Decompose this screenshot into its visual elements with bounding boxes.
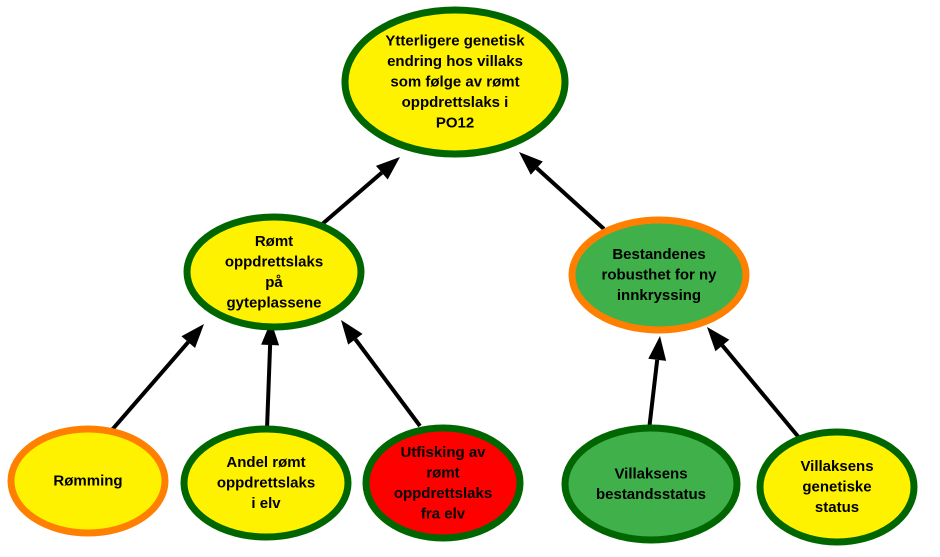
arrow-line: [109, 340, 190, 433]
arrowhead: [648, 336, 667, 361]
node-ellipse: [341, 6, 569, 158]
node-ellipse: [362, 424, 524, 542]
node-label-line: status: [815, 499, 859, 516]
node-top: Ytterligere genetisk endring hos villaks s…: [341, 6, 569, 158]
node-label-line: oppdrettslaks: [217, 475, 315, 492]
arrow-stock-status-to-robustness: [647, 336, 667, 431]
arrowhead: [261, 321, 280, 346]
node-ellipse: [7, 425, 169, 537]
node-label-line: oppdrettslaks: [225, 253, 323, 270]
node-share-in-river: Andel rømt oppdrettslaks i elv: [180, 425, 352, 541]
arrowhead: [181, 324, 204, 349]
arrowhead: [341, 320, 363, 345]
node-label-line: endring hos villaks: [387, 53, 523, 70]
arrow-line: [535, 166, 606, 231]
node-label-line: Bestandenes: [612, 246, 705, 263]
arrow-line: [265, 344, 273, 430]
node-robustness: Bestandenes robusthet for ny innkryssing: [568, 216, 750, 334]
arrowhead: [707, 327, 730, 352]
arrowhead: [375, 157, 400, 180]
node-label-line: innkryssing: [617, 287, 701, 304]
node-label-line: rømt: [426, 464, 459, 481]
node-ellipse: [568, 216, 750, 334]
node-label-line: som følge av rømt: [390, 74, 519, 91]
arrow-escaped-on-spawning-to-top: [318, 157, 400, 228]
node-label-line: Utfisking av: [400, 444, 486, 461]
node-escape: Rømming: [7, 425, 169, 537]
node-ellipse: [756, 428, 918, 546]
node-ellipse: [180, 425, 352, 541]
arrow-share-in-river-to-escaped-on-spawning: [261, 321, 280, 430]
node-label-line: Villaksens: [614, 465, 687, 482]
arrow-line: [353, 338, 422, 428]
arrow-removal-to-escaped-on-spawning: [341, 320, 422, 428]
arrow-line: [647, 359, 660, 431]
arrow-genetic-status-to-robustness: [707, 327, 803, 442]
node-label-line: Rømt: [255, 233, 293, 250]
node-genetic-status: Villaksens genetiske status: [756, 428, 918, 546]
node-label-line: i elv: [251, 495, 281, 512]
node-label-line: på: [265, 274, 283, 291]
node-removal: Utfisking av rømt oppdrettslaks fra elv: [362, 424, 524, 542]
node-label-line: Ytterligere genetisk: [385, 33, 525, 50]
node-label-line: Rømming: [53, 473, 122, 490]
node-label-line: gyteplassene: [226, 294, 321, 311]
arrow-escape-to-escaped-on-spawning: [109, 324, 204, 433]
node-escaped-on-spawning: Rømt oppdrettslaks på gyteplassene: [183, 213, 365, 331]
node-label-line: fra elv: [421, 505, 466, 522]
node-label-line: genetiske: [802, 479, 871, 496]
node-label-line: oppdrettslaks: [394, 485, 492, 502]
node-label-line: Andel rømt: [226, 454, 305, 471]
node-label-line: oppdrettslaks i: [402, 94, 509, 111]
arrow-robustness-to-top: [519, 152, 606, 231]
node-ellipse: [561, 424, 741, 544]
node-label-line: Villaksens: [800, 458, 873, 475]
node-stock-status: Villaksens bestandsstatus: [561, 424, 741, 544]
arrow-line: [318, 171, 384, 228]
arrowhead: [519, 152, 543, 175]
node-label-line: bestandsstatus: [596, 486, 706, 503]
node-label-line: PO12: [436, 115, 474, 132]
arrow-line: [720, 344, 803, 442]
node-label-line: robusthet for ny: [602, 267, 718, 284]
node-ellipse: [183, 213, 365, 331]
